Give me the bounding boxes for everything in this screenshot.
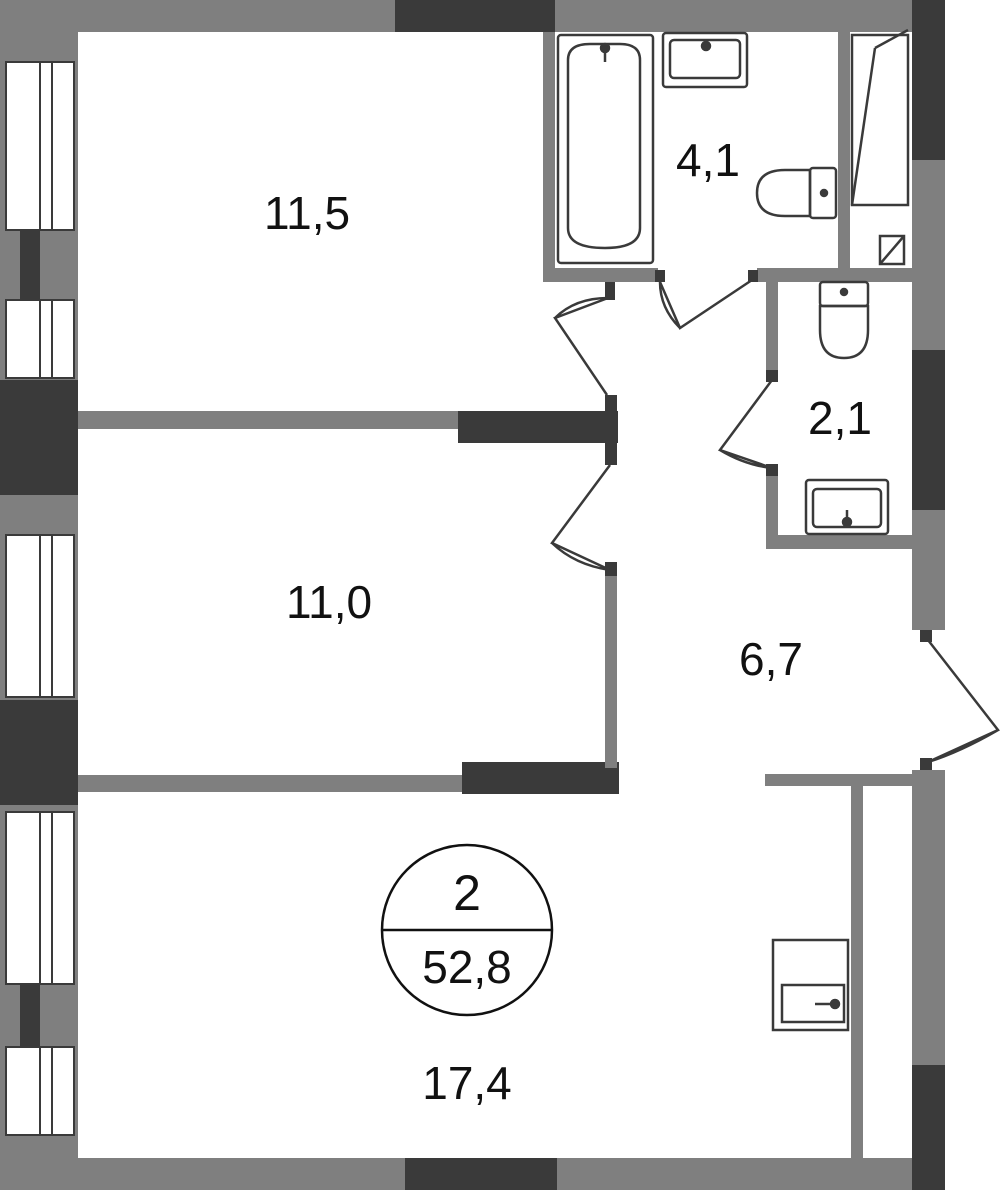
total-area: 52,8	[422, 941, 512, 993]
fixtures	[556, 28, 910, 1032]
door-toilet	[717, 379, 774, 470]
wc-sink	[804, 478, 890, 536]
outer-walls	[0, 0, 945, 1190]
room-area-bedroom-top: 11,5	[263, 187, 351, 239]
room-area-toilet: 2,1	[808, 392, 872, 444]
rooms-count: 2	[453, 865, 481, 921]
interior-walls	[78, 32, 932, 1158]
room-area-hallway: 6,7	[739, 633, 803, 685]
door-bathroom	[658, 278, 753, 330]
bathtub	[556, 33, 655, 265]
wc-toilet	[818, 280, 870, 360]
room-area-bathroom: 4,1	[676, 134, 740, 186]
door-bedroom-1	[553, 296, 609, 396]
apartment-badge	[380, 843, 554, 1017]
washing-machine	[850, 28, 910, 266]
doors	[550, 278, 1000, 764]
door-bedroom-2	[550, 464, 612, 572]
door-entrance	[927, 639, 1000, 764]
kitchen-sink	[771, 938, 850, 1032]
bathroom-sink	[661, 31, 749, 89]
room-area-bedroom-middle: 11,0	[285, 576, 373, 628]
windows	[5, 61, 75, 1136]
room-area-living-kitchen: 17,4	[422, 1057, 512, 1109]
bathroom-toilet	[755, 166, 838, 220]
